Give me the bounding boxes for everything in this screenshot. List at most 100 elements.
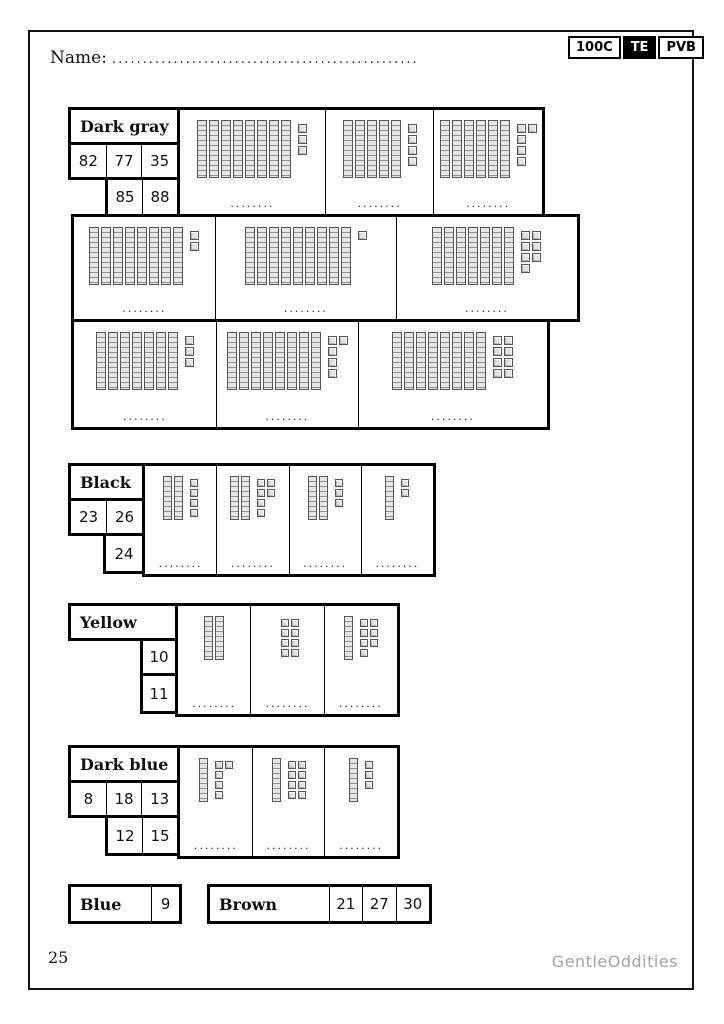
tens-rod-icon bbox=[310, 332, 321, 390]
tens-rod-icon bbox=[137, 227, 148, 285]
ones-units-group bbox=[297, 123, 308, 171]
ones-units-group bbox=[189, 478, 199, 520]
name-answer-line[interactable]: ........................................… bbox=[112, 52, 419, 67]
tens-rod-icon bbox=[475, 120, 486, 178]
key-number: 9 bbox=[151, 887, 179, 921]
answer-line[interactable]: ........ bbox=[193, 839, 238, 852]
answer-line[interactable]: ........ bbox=[283, 302, 328, 315]
ones-unit-icon bbox=[532, 242, 542, 251]
tens-rod-icon bbox=[328, 227, 339, 285]
ones-unit-icon bbox=[493, 336, 503, 345]
tens-rod-icon bbox=[432, 227, 443, 285]
ones-unit-icon bbox=[190, 242, 200, 251]
ones-unit-icon bbox=[504, 347, 514, 356]
tens-rod-icon bbox=[209, 120, 220, 178]
ones-unit-icon bbox=[190, 509, 199, 517]
ones-unit-icon bbox=[290, 619, 299, 627]
ones-units-group bbox=[357, 230, 368, 278]
ones-unit-icon bbox=[504, 369, 514, 378]
ones-unit-icon bbox=[521, 264, 531, 273]
ones-unit-icon bbox=[184, 358, 194, 367]
base-ten-blocks bbox=[74, 217, 215, 285]
ones-unit-icon bbox=[407, 157, 417, 166]
block-cell-row: ........................ bbox=[177, 107, 545, 217]
tens-rod-icon bbox=[416, 332, 427, 390]
tens-rod-icon bbox=[392, 332, 403, 390]
base-ten-blocks bbox=[178, 606, 250, 660]
ones-unit-icon bbox=[521, 242, 531, 251]
section-label-yellow: Yellow bbox=[68, 603, 178, 641]
answer-line[interactable]: ........ bbox=[338, 697, 383, 710]
base-ten-blocks bbox=[253, 748, 325, 802]
ones-unit-icon bbox=[190, 479, 199, 487]
block-cell: ........ bbox=[323, 606, 397, 714]
answer-line[interactable]: ........ bbox=[192, 697, 237, 710]
ones-unit-icon bbox=[369, 619, 378, 627]
ones-unit-icon bbox=[359, 639, 368, 647]
tens-rod-icon bbox=[198, 758, 208, 802]
tens-rod-icon bbox=[354, 120, 365, 178]
tens-rod-icon bbox=[268, 227, 279, 285]
tens-rod-icon bbox=[286, 332, 297, 390]
section-brown: Brown 21 27 30 bbox=[207, 884, 432, 924]
answer-line[interactable]: ........ bbox=[265, 410, 310, 423]
answer-line[interactable]: ........ bbox=[464, 302, 509, 315]
ones-unit-icon bbox=[521, 253, 531, 262]
base-ten-blocks bbox=[359, 322, 547, 390]
ones-unit-icon bbox=[190, 489, 199, 497]
key-number: 85 bbox=[115, 188, 135, 206]
tens-rod-icon bbox=[125, 227, 136, 285]
ones-units-group bbox=[334, 478, 344, 520]
answer-line[interactable]: ........ bbox=[430, 410, 475, 423]
section-label-dark-blue: Dark blue bbox=[68, 745, 180, 783]
tens-rod-icon bbox=[250, 332, 261, 390]
corner-badges: 100C TE PVB bbox=[566, 36, 704, 59]
answer-line[interactable]: ........ bbox=[230, 557, 275, 570]
block-cell: ........ bbox=[214, 217, 396, 319]
answer-line[interactable]: ........ bbox=[375, 557, 420, 570]
base-ten-blocks bbox=[325, 606, 397, 660]
ones-unit-icon bbox=[493, 369, 503, 378]
ones-unit-icon bbox=[214, 771, 223, 779]
tens-rod-icon bbox=[221, 120, 232, 178]
tens-rod-icon bbox=[241, 476, 251, 520]
answer-line[interactable]: ........ bbox=[266, 839, 311, 852]
key-number: 77 bbox=[105, 145, 142, 177]
answer-line[interactable]: ........ bbox=[230, 197, 275, 210]
ones-units-group bbox=[400, 478, 410, 520]
ones-unit-icon bbox=[365, 761, 374, 769]
key-number: 24 bbox=[114, 544, 134, 563]
ones-unit-icon bbox=[532, 231, 542, 240]
answer-line[interactable]: ........ bbox=[265, 697, 310, 710]
answer-line[interactable]: ........ bbox=[122, 302, 167, 315]
tens-rod-icon bbox=[167, 332, 178, 390]
block-cell: ........ bbox=[216, 466, 288, 574]
answer-line[interactable]: ........ bbox=[122, 410, 167, 423]
ones-unit-icon bbox=[190, 231, 200, 240]
tens-rod-icon bbox=[304, 227, 315, 285]
tens-rod-icon bbox=[456, 227, 467, 285]
tens-rod-icon bbox=[262, 332, 273, 390]
ones-unit-icon bbox=[504, 336, 514, 345]
ones-unit-icon bbox=[516, 157, 526, 166]
ones-unit-icon bbox=[224, 761, 233, 769]
key-number: 12 bbox=[115, 826, 135, 845]
ones-unit-icon bbox=[287, 791, 296, 799]
base-ten-blocks bbox=[290, 466, 361, 520]
badge-100c: 100C bbox=[568, 36, 621, 59]
tens-rod-icon bbox=[238, 332, 249, 390]
ones-units-group bbox=[189, 230, 200, 278]
tens-rod-icon bbox=[245, 120, 256, 178]
answer-line[interactable]: ........ bbox=[303, 557, 348, 570]
answer-line[interactable]: ........ bbox=[339, 839, 384, 852]
answer-line[interactable]: ........ bbox=[158, 557, 203, 570]
ones-unit-icon bbox=[290, 629, 299, 637]
ones-unit-icon bbox=[493, 347, 503, 356]
ones-unit-icon bbox=[365, 781, 374, 789]
ones-units-group bbox=[214, 760, 234, 802]
key-row: 11 bbox=[140, 673, 178, 714]
answer-line[interactable]: ........ bbox=[357, 197, 402, 210]
answer-line[interactable]: ........ bbox=[466, 197, 511, 210]
ones-units-group bbox=[184, 335, 195, 383]
tens-rod-icon bbox=[480, 227, 491, 285]
